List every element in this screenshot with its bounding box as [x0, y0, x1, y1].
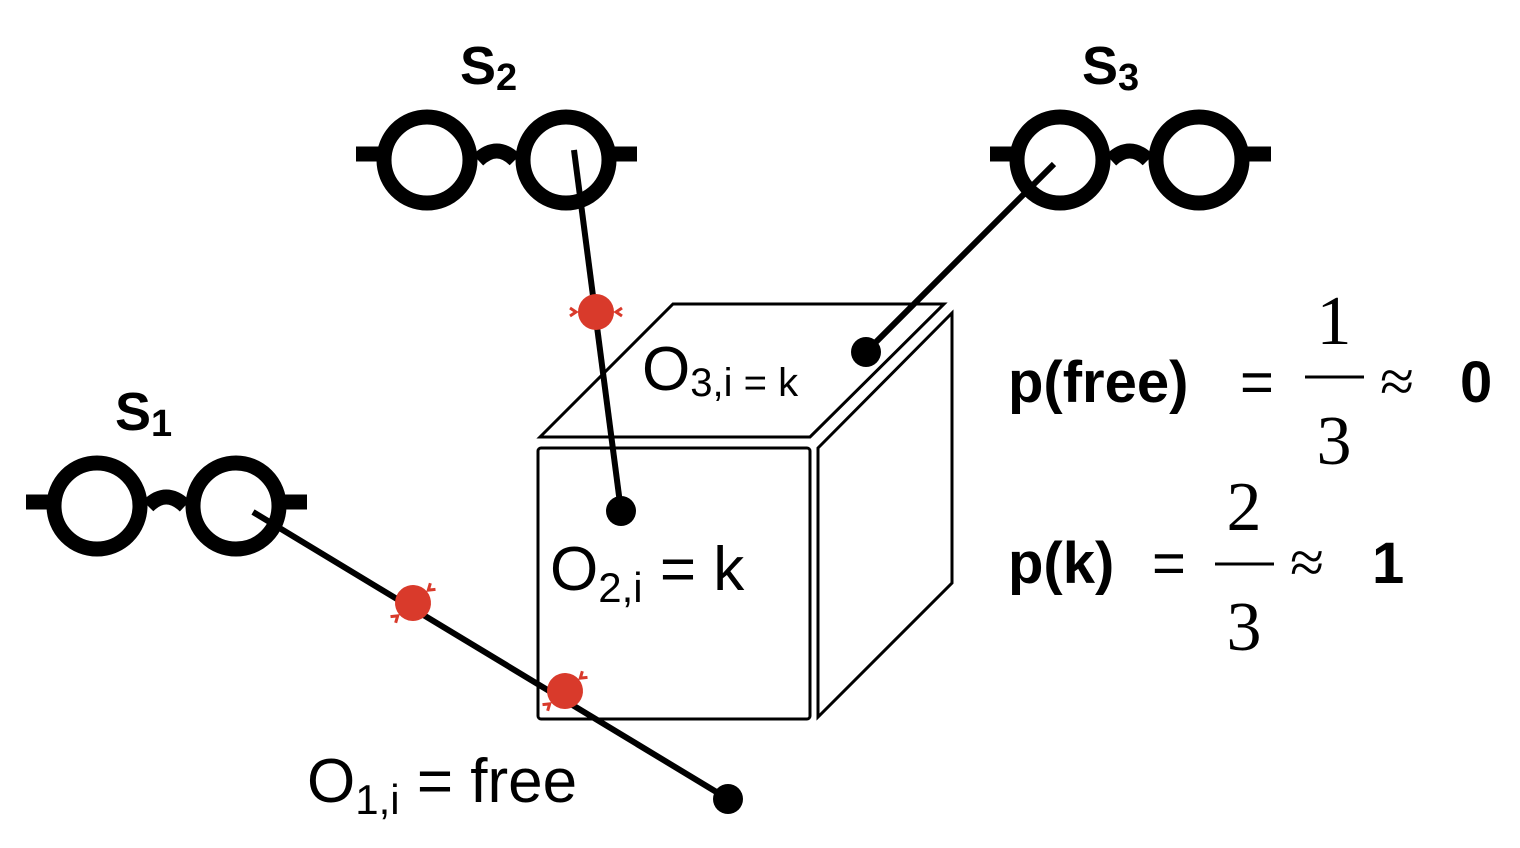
- equation-p-free-result: 0: [1460, 350, 1492, 415]
- equation-p-k: p(k) = 2 3 ≈ 1: [1008, 469, 1404, 666]
- observation-o2-label: O2,i = k: [550, 535, 745, 611]
- cube-front-face: [536, 446, 812, 721]
- equation-p-free-lhs: p(free): [1008, 350, 1188, 415]
- sensor-s2-label: S2: [460, 36, 517, 99]
- equation-p-k-result: 1: [1372, 531, 1404, 596]
- sensor-s3-label: S3: [1082, 36, 1139, 99]
- ray-s2: [571, 149, 624, 512]
- equation-p-k-numerator: 2: [1227, 469, 1262, 546]
- hit-marker-1: [569, 294, 623, 330]
- observation-o3-label: O3,i = k: [642, 335, 799, 405]
- sensor-s1-glasses-icon: [26, 455, 307, 557]
- hit-marker-2: [390, 582, 436, 624]
- equation-p-free: p(free) = 1 3 ≈ 0: [1008, 283, 1492, 480]
- ray-s3: [863, 161, 1057, 355]
- equation-p-k-lhs: p(k): [1008, 531, 1114, 596]
- cube-top-face: [536, 302, 948, 439]
- observation-o1-label: O1,i = free: [307, 747, 577, 823]
- equation-p-free-denominator: 3: [1317, 403, 1352, 480]
- equation-p-free-numerator: 1: [1317, 283, 1352, 360]
- equation-p-free-approx: ≈: [1380, 348, 1414, 416]
- equation-p-k-denominator: 3: [1227, 589, 1262, 666]
- ray-s3-endpoint: [851, 337, 881, 367]
- ray-s1-endpoint: [713, 784, 743, 814]
- sensor-s3-glasses-icon: [990, 109, 1271, 211]
- sensor-s2-glasses-icon: [356, 109, 637, 211]
- equation-p-free-eq: =: [1240, 350, 1274, 415]
- ray-s1: [251, 509, 730, 802]
- sensor-s1-label: S1: [115, 382, 172, 445]
- hit-marker-3: [542, 670, 588, 712]
- equation-p-k-eq: =: [1152, 531, 1186, 596]
- cube-side-face: [816, 309, 954, 721]
- equation-p-k-approx: ≈: [1290, 529, 1324, 597]
- cube: [536, 302, 954, 721]
- ray-s2-endpoint: [606, 496, 636, 526]
